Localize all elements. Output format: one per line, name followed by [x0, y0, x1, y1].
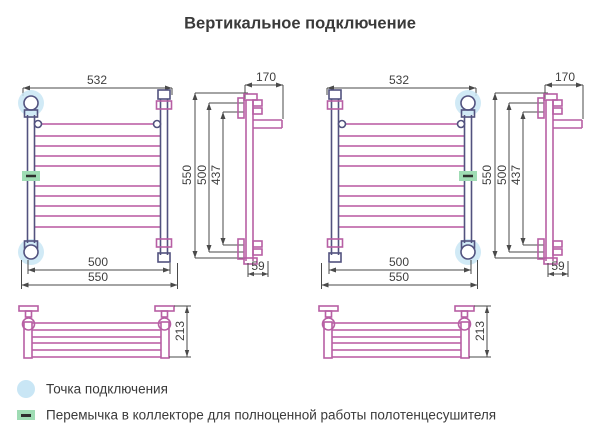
top-view-right [318, 305, 492, 359]
dim-front-top-right: 532 [388, 73, 410, 87]
dim-height-outer-left: 550 [180, 164, 194, 186]
top-view-left [18, 305, 192, 359]
dim-front-inner-left: 500 [87, 255, 109, 269]
legend-jumper-label: Перемычка в коллекторе для полноценной р… [46, 407, 497, 423]
dim-height-outer-right: 550 [480, 164, 494, 186]
dim-side-depth-right: 170 [554, 70, 576, 84]
dim-height-inner-left: 500 [195, 164, 209, 186]
dim-height-inner-right: 500 [495, 164, 509, 186]
dim-height-mount-right: 437 [509, 164, 523, 186]
dim-front-outer-right: 550 [388, 270, 410, 284]
dim-front-top-left: 532 [86, 73, 108, 87]
page-title: Вертикальное подключение [184, 14, 416, 33]
dim-side-offset-left: 59 [251, 259, 265, 273]
legend-connection-point-label: Точка подключения [46, 381, 168, 397]
dim-front-inner-right: 500 [388, 255, 410, 269]
legend-connection-point-icon [17, 380, 35, 398]
dim-height-mount-left: 437 [209, 164, 223, 186]
dim-side-depth-left: 170 [255, 70, 277, 84]
dim-side-offset-right: 59 [551, 259, 565, 273]
legend-jumper-icon [17, 410, 35, 420]
dim-top-depth-left: 213 [173, 320, 187, 342]
dim-front-outer-left: 550 [87, 270, 109, 284]
dim-top-depth-right: 213 [473, 320, 487, 342]
